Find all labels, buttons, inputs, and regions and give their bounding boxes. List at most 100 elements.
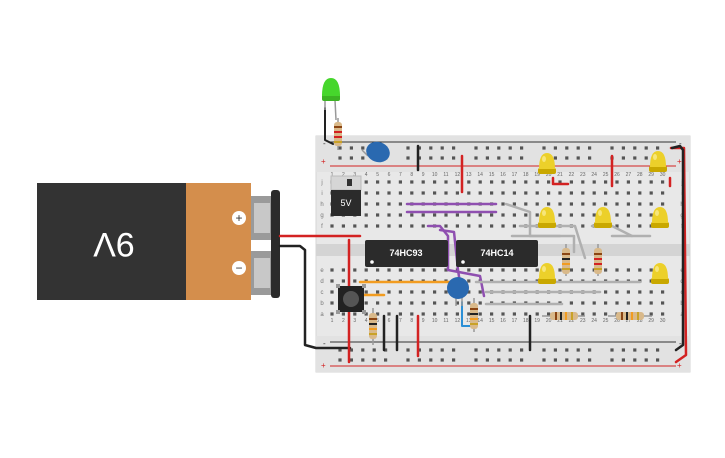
wire-gray-3[interactable] — [510, 234, 576, 254]
breadboard-hole[interactable] — [410, 312, 414, 316]
breadboard-hole[interactable] — [656, 348, 660, 352]
resistor-green-led[interactable] — [334, 118, 342, 150]
breadboard-hole[interactable] — [588, 348, 592, 352]
breadboard-hole[interactable] — [372, 348, 376, 352]
breadboard-hole[interactable] — [508, 348, 512, 352]
breadboard-hole[interactable] — [588, 146, 592, 150]
breadboard-hole[interactable] — [444, 180, 448, 184]
breadboard-hole[interactable] — [490, 191, 494, 195]
breadboard-hole[interactable] — [376, 180, 380, 184]
breadboard-hole[interactable] — [626, 290, 630, 294]
breadboard-hole[interactable] — [542, 348, 546, 352]
breadboard-hole[interactable] — [478, 312, 482, 316]
breadboard-hole[interactable] — [604, 191, 608, 195]
breadboard-hole[interactable] — [410, 290, 414, 294]
breadboard-hole[interactable] — [376, 301, 380, 305]
breadboard-hole[interactable] — [524, 213, 528, 217]
breadboard-hole[interactable] — [604, 202, 608, 206]
breadboard-hole[interactable] — [497, 358, 501, 362]
breadboard-hole[interactable] — [433, 191, 437, 195]
breadboard-hole[interactable] — [338, 358, 342, 362]
breadboard-hole[interactable] — [547, 312, 551, 316]
breadboard-hole[interactable] — [569, 202, 573, 206]
breadboard-hole[interactable] — [410, 224, 414, 228]
breadboard-hole[interactable] — [376, 202, 380, 206]
breadboard-hole[interactable] — [626, 301, 630, 305]
breadboard-hole[interactable] — [364, 268, 368, 272]
breadboard-hole[interactable] — [485, 358, 489, 362]
breadboard-hole[interactable] — [553, 348, 557, 352]
breadboard-hole[interactable] — [633, 146, 637, 150]
breadboard-hole[interactable] — [376, 213, 380, 217]
breadboard-hole[interactable] — [508, 146, 512, 150]
breadboard-hole[interactable] — [604, 268, 608, 272]
breadboard-hole[interactable] — [338, 146, 342, 150]
resistor-led-4[interactable] — [608, 312, 652, 320]
breadboard-hole[interactable] — [512, 213, 516, 217]
breadboard-hole[interactable] — [524, 202, 528, 206]
breadboard-hole[interactable] — [376, 191, 380, 195]
breadboard-hole[interactable] — [558, 180, 562, 184]
breadboard-hole[interactable] — [421, 268, 425, 272]
breadboard-hole[interactable] — [421, 301, 425, 305]
breadboard-hole[interactable] — [467, 180, 471, 184]
breadboard-hole[interactable] — [376, 224, 380, 228]
breadboard-hole[interactable] — [341, 312, 345, 316]
breadboard-hole[interactable] — [398, 213, 402, 217]
breadboard-hole[interactable] — [553, 156, 557, 160]
breadboard-hole[interactable] — [576, 146, 580, 150]
breadboard-hole[interactable] — [338, 348, 342, 352]
breadboard-hole[interactable] — [421, 290, 425, 294]
breadboard-hole[interactable] — [512, 180, 516, 184]
breadboard-hole[interactable] — [633, 358, 637, 362]
breadboard-hole[interactable] — [353, 268, 357, 272]
breadboard-hole[interactable] — [626, 268, 630, 272]
breadboard-hole[interactable] — [349, 146, 353, 150]
breadboard-hole[interactable] — [398, 268, 402, 272]
breadboard-hole[interactable] — [361, 156, 365, 160]
breadboard-hole[interactable] — [615, 224, 619, 228]
breadboard-hole[interactable] — [638, 301, 642, 305]
breadboard-hole[interactable] — [633, 156, 637, 160]
breadboard-hole[interactable] — [490, 180, 494, 184]
breadboard-hole[interactable] — [524, 191, 528, 195]
breadboard-hole[interactable] — [615, 202, 619, 206]
breadboard-hole[interactable] — [520, 156, 524, 160]
breadboard-hole[interactable] — [621, 358, 625, 362]
breadboard-hole[interactable] — [455, 213, 459, 217]
breadboard-hole[interactable] — [581, 213, 585, 217]
breadboard-hole[interactable] — [610, 146, 614, 150]
breadboard-hole[interactable] — [376, 312, 380, 316]
wire-battery-negative[interactable] — [278, 244, 352, 350]
breadboard-hole[interactable] — [638, 180, 642, 184]
breadboard-hole[interactable] — [490, 224, 494, 228]
breadboard-hole[interactable] — [455, 180, 459, 184]
breadboard-hole[interactable] — [547, 202, 551, 206]
breadboard-hole[interactable] — [330, 268, 334, 272]
breadboard-hole[interactable] — [535, 202, 539, 206]
breadboard-hole[interactable] — [364, 312, 368, 316]
breadboard-hole[interactable] — [467, 268, 471, 272]
breadboard-hole[interactable] — [542, 358, 546, 362]
breadboard-hole[interactable] — [410, 180, 414, 184]
breadboard-hole[interactable] — [444, 290, 448, 294]
breadboard-hole[interactable] — [553, 146, 557, 150]
breadboard-hole[interactable] — [485, 348, 489, 352]
breadboard-hole[interactable] — [649, 180, 653, 184]
breadboard-hole[interactable] — [376, 268, 380, 272]
breadboard-hole[interactable] — [501, 224, 505, 228]
breadboard-hole[interactable] — [501, 191, 505, 195]
breadboard-hole[interactable] — [490, 213, 494, 217]
breadboard-hole[interactable] — [644, 156, 648, 160]
breadboard-hole[interactable] — [349, 156, 353, 160]
breadboard-hole[interactable] — [501, 268, 505, 272]
breadboard-hole[interactable] — [452, 348, 456, 352]
led-yellow-1[interactable] — [538, 153, 556, 174]
breadboard-hole[interactable] — [330, 301, 334, 305]
breadboard-hole[interactable] — [649, 301, 653, 305]
breadboard-hole[interactable] — [638, 202, 642, 206]
breadboard-hole[interactable] — [474, 156, 478, 160]
breadboard-hole[interactable] — [615, 191, 619, 195]
breadboard-hole[interactable] — [433, 312, 437, 316]
breadboard-hole[interactable] — [626, 202, 630, 206]
